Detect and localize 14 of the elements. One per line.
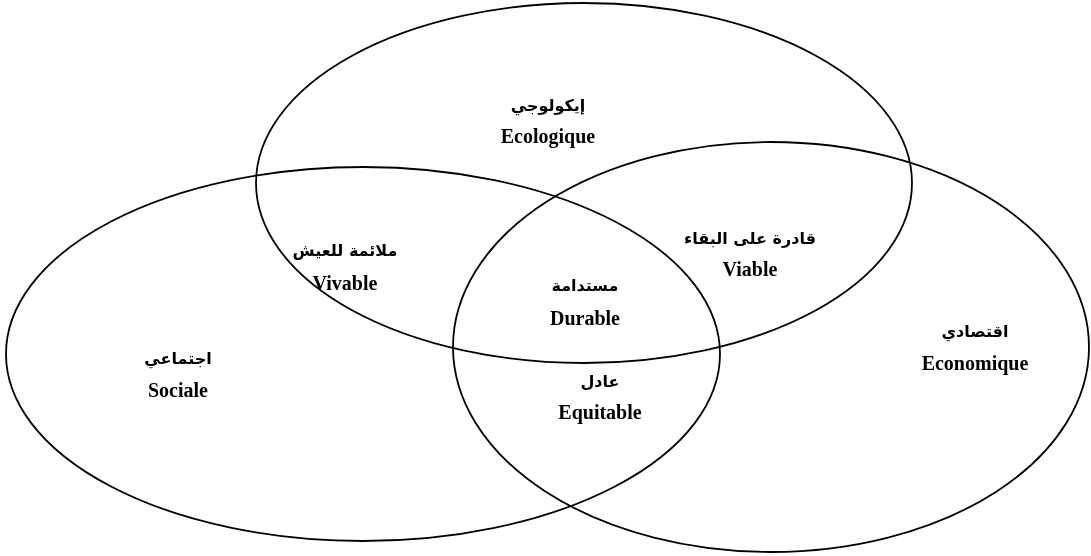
region-label: Durable [550, 306, 620, 330]
region-label: قادرة على البقاء [684, 228, 816, 248]
region-label: Viable [722, 257, 778, 281]
region-label: Vivable [312, 271, 378, 295]
ellipse-label: اقتصادي [941, 321, 1009, 341]
ellipse-label: Sociale [148, 378, 208, 402]
ellipse-label: اجتماعي [144, 348, 212, 368]
region-label: Equitable [558, 400, 642, 424]
ellipse-label: إيكولوجي [510, 95, 586, 115]
region-label: ملائمة للعيش [292, 240, 398, 260]
region-label: عادل [580, 371, 620, 391]
ellipse-label: Economique [921, 351, 1029, 375]
ellipse-label: Ecologique [500, 124, 596, 148]
region-label: مستدامة [551, 275, 619, 295]
